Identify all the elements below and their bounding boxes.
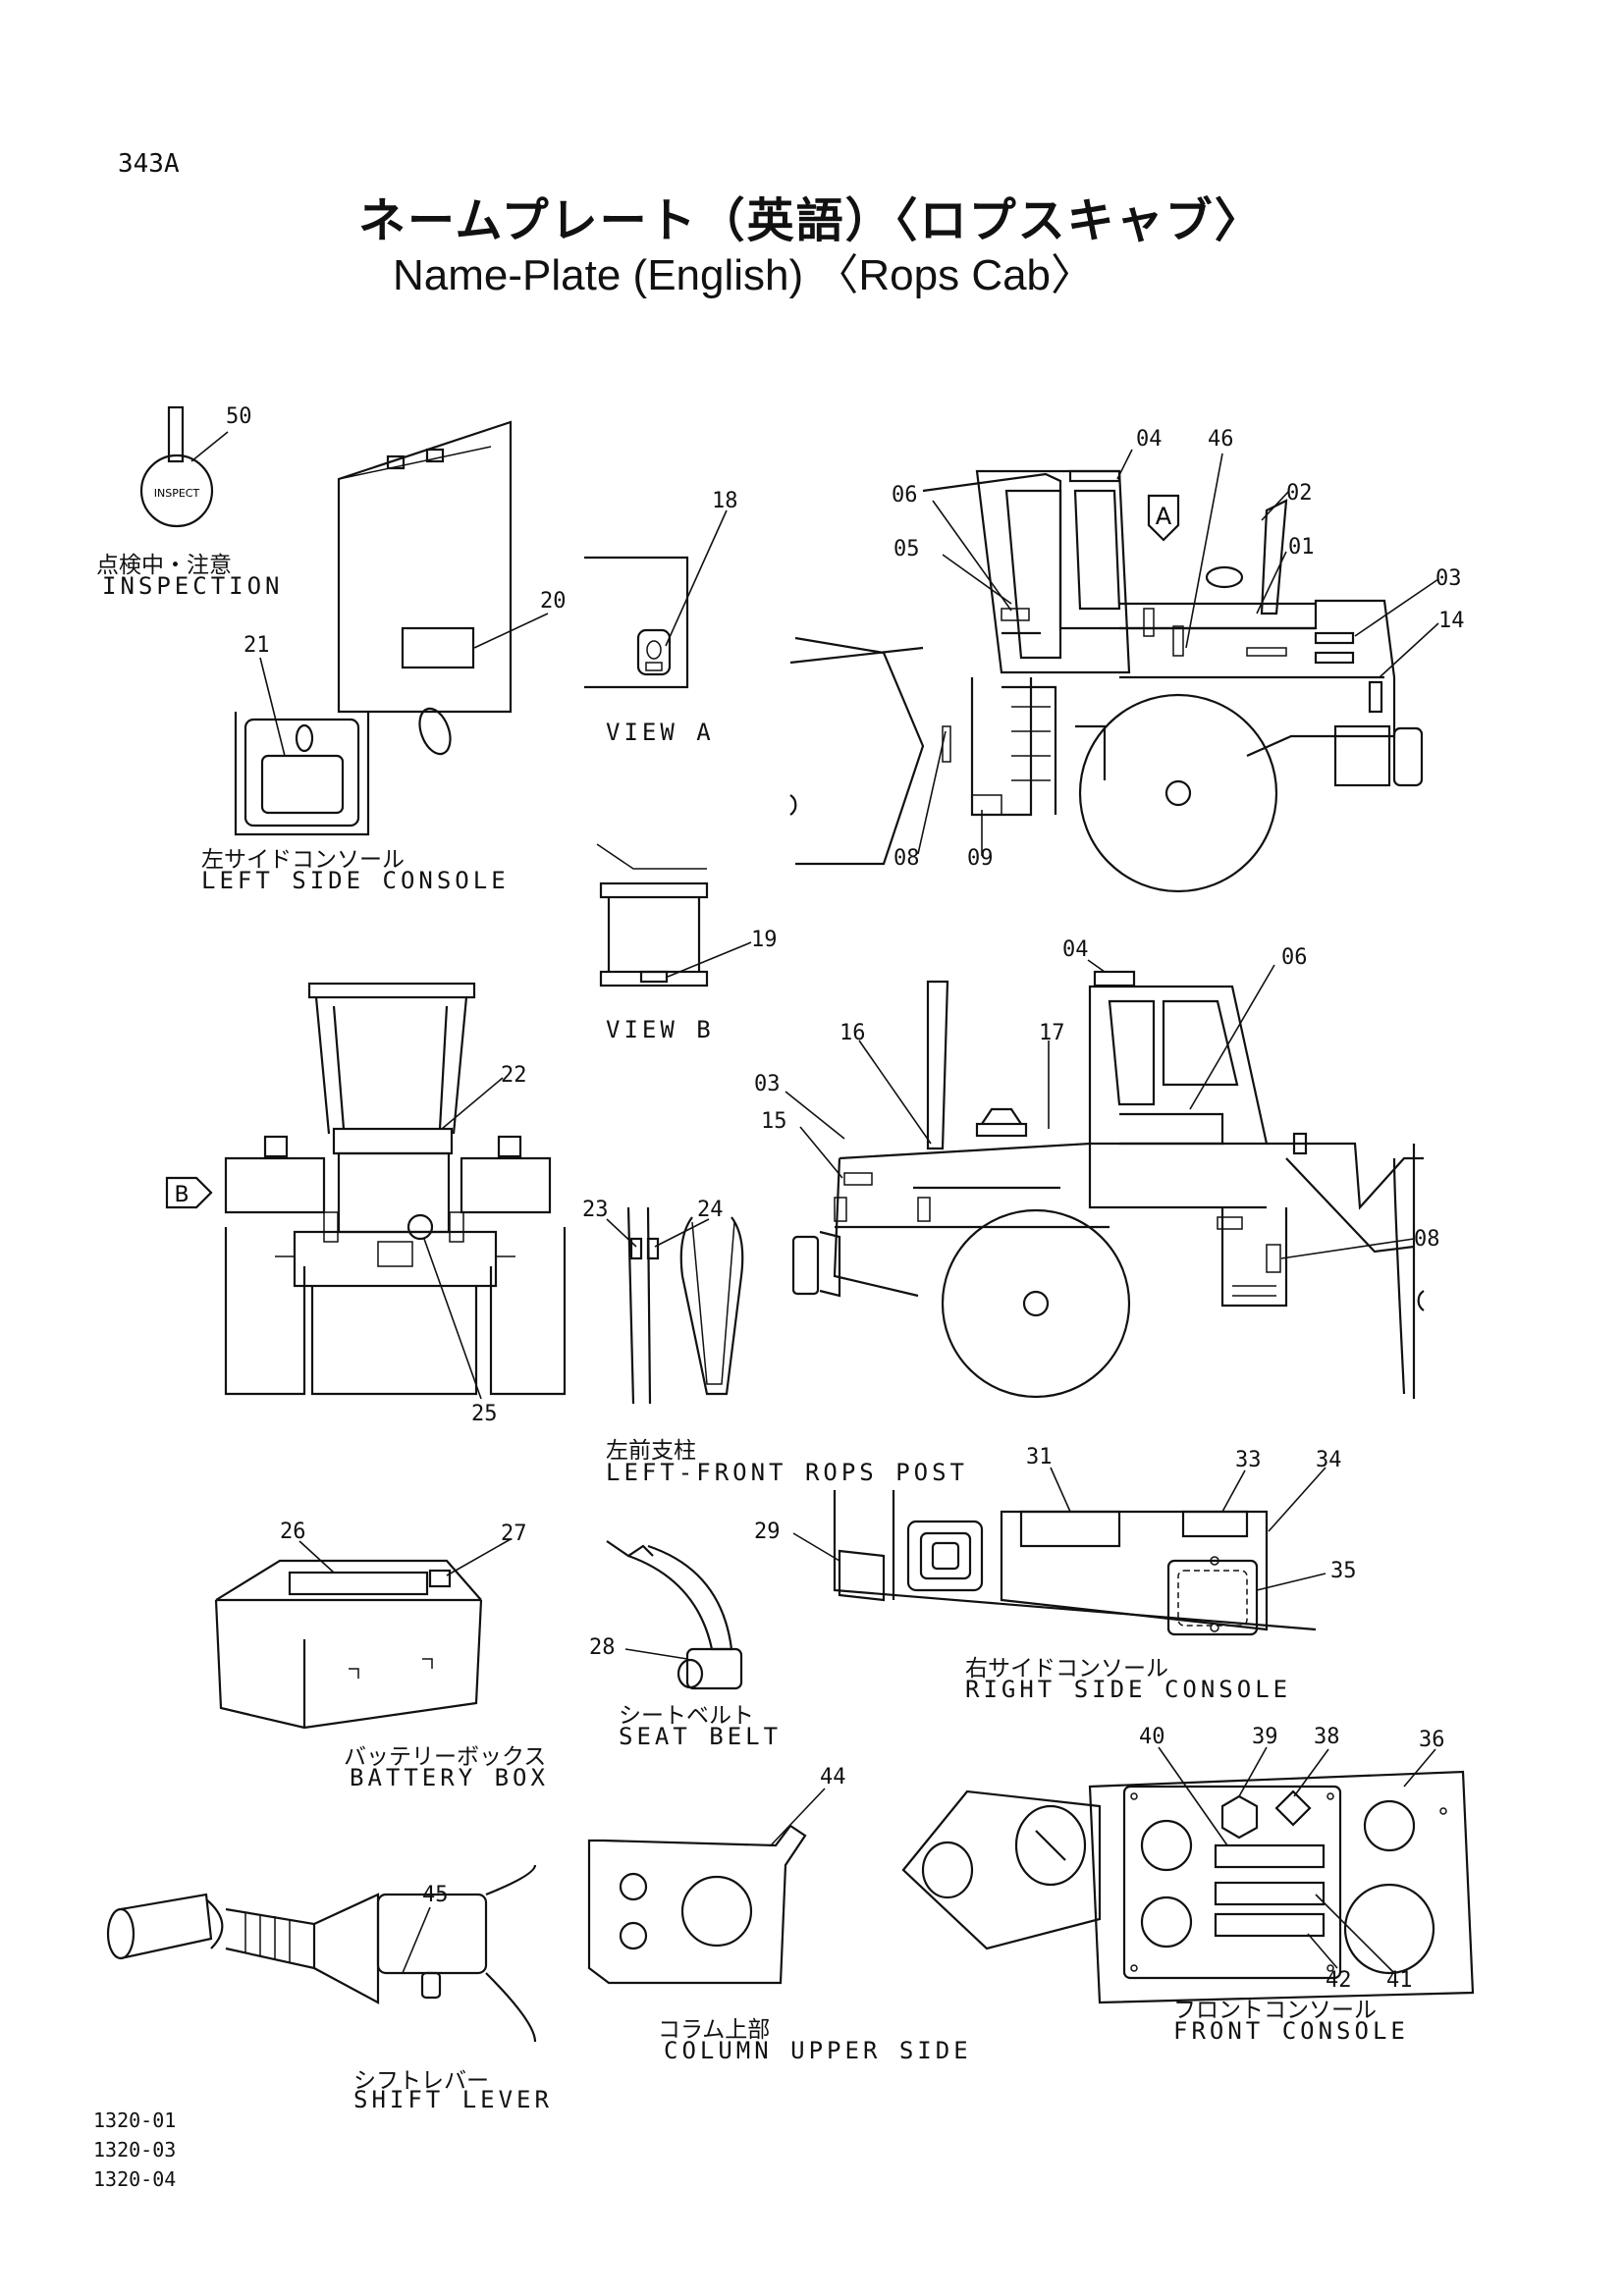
machine-side-view-2 bbox=[791, 970, 1425, 1399]
inspection-label-en: INSPECTION bbox=[102, 572, 284, 600]
view-a-label: VIEW A bbox=[606, 719, 715, 746]
part-number: 09 bbox=[967, 846, 994, 871]
footer-ref: 1320-01 bbox=[93, 2109, 177, 2132]
inspection-plate-drawing: INSPECT bbox=[139, 405, 214, 528]
part-number: 28 bbox=[589, 1635, 616, 1660]
right-side-console-drawing bbox=[833, 1490, 1317, 1636]
part-number: 08 bbox=[893, 846, 920, 871]
left-side-console-drawing bbox=[234, 420, 513, 836]
left-side-console-label-jp: 左サイドコンソール bbox=[201, 847, 405, 873]
part-number: 42 bbox=[1326, 1968, 1352, 1993]
column-upper-drawing bbox=[587, 1824, 807, 1985]
seat-belt-label-en: SEAT BELT bbox=[619, 1723, 783, 1750]
machine-front-view bbox=[224, 982, 567, 1396]
front-console-drawing bbox=[901, 1770, 1475, 2004]
part-number: 02 bbox=[1286, 481, 1313, 506]
seat-belt-drawing bbox=[606, 1540, 743, 1690]
part-number: 08 bbox=[1414, 1227, 1440, 1252]
view-b-marker: B bbox=[165, 1176, 213, 1209]
front-console-label-jp: フロントコンソール bbox=[1173, 1998, 1377, 2023]
part-number: 04 bbox=[1136, 427, 1163, 452]
left-side-console-label-en: LEFT SIDE CONSOLE bbox=[201, 867, 510, 894]
part-number: 05 bbox=[893, 537, 920, 561]
part-number: 33 bbox=[1235, 1448, 1262, 1472]
shift-lever-label-en: SHIFT LEVER bbox=[353, 2086, 553, 2113]
part-number: 03 bbox=[754, 1072, 781, 1096]
page-title-jp: ネームプレート（英語）〈ロプスキャブ〉 bbox=[358, 193, 1264, 248]
inspection-label-jp: 点検中・注意 bbox=[96, 553, 232, 578]
column-upper-label-jp: コラム上部 bbox=[658, 2017, 771, 2043]
view-a-marker: A bbox=[1147, 494, 1180, 542]
part-number: 31 bbox=[1026, 1445, 1053, 1469]
battery-box-label-en: BATTERY BOX bbox=[350, 1764, 549, 1791]
rops-post-label-jp: 左前支柱 bbox=[606, 1438, 696, 1464]
column-upper-label-en: COLUMN UPPER SIDE bbox=[664, 2037, 972, 2064]
view-b-label: VIEW B bbox=[606, 1016, 715, 1043]
page-code: 343A bbox=[118, 149, 180, 179]
footer-ref: 1320-03 bbox=[93, 2138, 177, 2162]
part-number: 20 bbox=[540, 589, 567, 614]
part-number: 24 bbox=[697, 1198, 724, 1222]
part-number: 40 bbox=[1139, 1725, 1165, 1749]
rops-post-label-en: LEFT-FRONT ROPS POST bbox=[606, 1459, 968, 1486]
part-number: 26 bbox=[280, 1520, 306, 1544]
part-number: 36 bbox=[1419, 1728, 1445, 1752]
part-number: 15 bbox=[761, 1109, 787, 1134]
part-number: 39 bbox=[1252, 1725, 1278, 1749]
part-number: 04 bbox=[1062, 937, 1089, 962]
part-number: 19 bbox=[751, 928, 778, 952]
part-number: 45 bbox=[422, 1883, 449, 1907]
rops-post-drawing bbox=[626, 1206, 744, 1405]
shift-lever-drawing bbox=[106, 1864, 537, 2043]
part-number: 22 bbox=[501, 1063, 527, 1088]
part-number: 23 bbox=[582, 1198, 609, 1222]
part-number: 01 bbox=[1288, 535, 1315, 560]
part-number: 44 bbox=[820, 1765, 846, 1789]
view-a-marker-letter: A bbox=[1156, 503, 1172, 530]
battery-box-drawing bbox=[214, 1559, 483, 1730]
part-number: 03 bbox=[1435, 566, 1462, 591]
seat-belt-label-jp: シートベルト bbox=[619, 1703, 754, 1729]
part-number: 25 bbox=[471, 1402, 498, 1426]
leader-lines bbox=[190, 431, 1439, 1974]
view-b-marker-letter: B bbox=[174, 1183, 189, 1207]
inspect-plate-text: INSPECT bbox=[154, 487, 200, 500]
battery-box-label-jp: バッテリーボックス bbox=[344, 1744, 547, 1770]
part-number: 18 bbox=[712, 489, 738, 513]
view-a-drawing bbox=[584, 556, 689, 689]
part-number: 29 bbox=[754, 1520, 781, 1544]
right-side-console-label-jp: 右サイドコンソール bbox=[965, 1656, 1168, 1682]
part-number: 06 bbox=[892, 483, 918, 507]
part-number: 21 bbox=[244, 633, 270, 658]
right-side-console-label-en: RIGHT SIDE CONSOLE bbox=[965, 1676, 1292, 1703]
machine-side-view-1 bbox=[789, 469, 1424, 893]
view-b-drawing bbox=[596, 843, 709, 988]
part-number: 27 bbox=[501, 1522, 527, 1546]
part-number: 06 bbox=[1281, 945, 1308, 970]
footer-ref: 1320-04 bbox=[93, 2167, 177, 2191]
part-number: 16 bbox=[839, 1021, 866, 1045]
shift-lever-label-jp: シフトレバー bbox=[353, 2068, 489, 2094]
front-console-label-en: FRONT CONSOLE bbox=[1173, 2017, 1409, 2045]
part-number: 38 bbox=[1314, 1725, 1340, 1749]
part-number: 14 bbox=[1438, 609, 1465, 633]
part-number: 17 bbox=[1039, 1021, 1065, 1045]
page-title-en: Name-Plate (English) 〈Rops Cab〉 bbox=[393, 251, 1095, 299]
part-number: 50 bbox=[226, 404, 252, 429]
part-number: 35 bbox=[1330, 1559, 1357, 1583]
part-number: 41 bbox=[1386, 1968, 1413, 1993]
part-number: 46 bbox=[1208, 427, 1234, 452]
part-number: 34 bbox=[1316, 1448, 1342, 1472]
